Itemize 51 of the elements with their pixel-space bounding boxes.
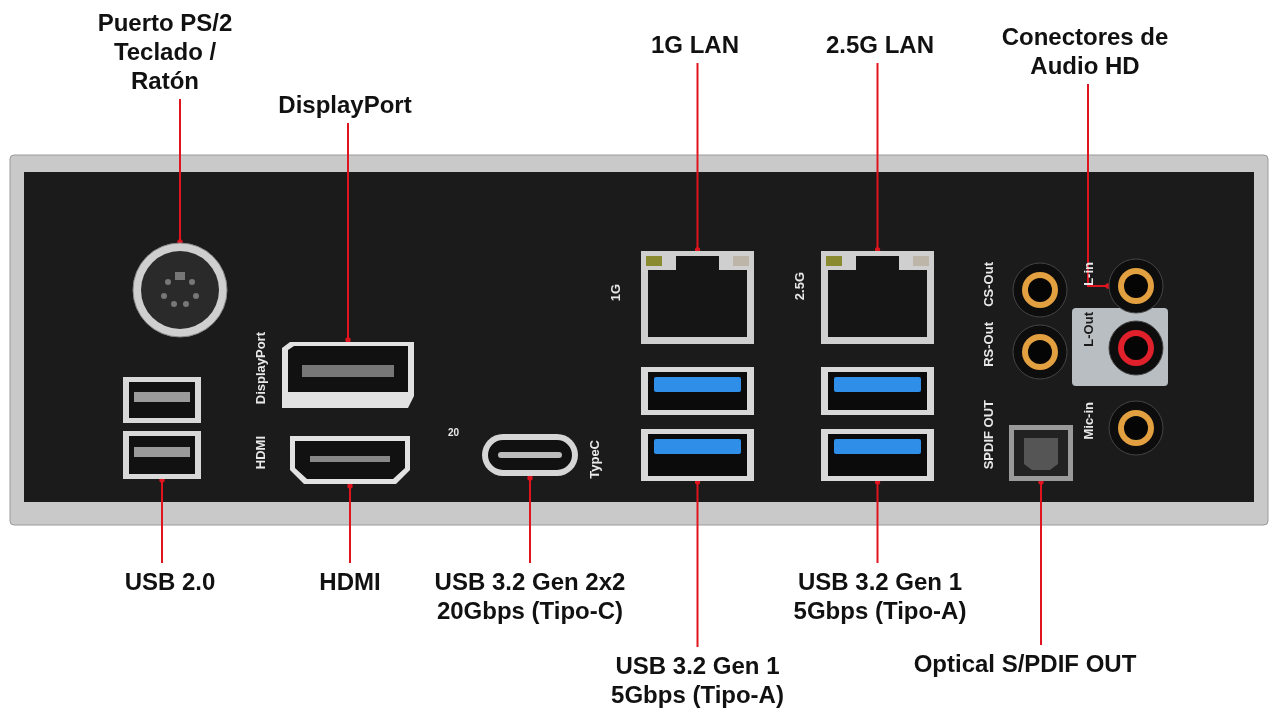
audio-jack: [1108, 258, 1164, 314]
callout-label: 1G LAN: [620, 30, 770, 59]
leader-line: [159, 477, 165, 564]
port-label: RS-Out: [982, 322, 996, 367]
port-label: 1G: [609, 284, 623, 302]
leader-line: [874, 62, 881, 253]
usb-port: [640, 428, 755, 482]
port-label: DisplayPort: [254, 332, 268, 405]
audio-jack: [1108, 320, 1164, 376]
callout-label: Conectores de Audio HD: [975, 22, 1195, 80]
leader-line: [1038, 479, 1044, 646]
leader-line: [694, 479, 701, 648]
port-label: Mic-in: [1082, 402, 1096, 440]
callout-label: USB 2.0: [105, 567, 235, 596]
audio-jack: [1012, 262, 1068, 318]
usb-port: [820, 428, 935, 482]
callout-label: HDMI: [300, 567, 400, 596]
leader-line: [874, 479, 881, 564]
hdmi-port: [288, 434, 412, 486]
leader-line: [527, 475, 533, 564]
leader-line: [177, 98, 183, 245]
port-label: 2.5G: [793, 272, 807, 301]
ethernet-port: [640, 250, 755, 345]
callout-label: DisplayPort: [250, 90, 440, 119]
callout-label: Puerto PS/2 Teclado / Ratón: [90, 8, 240, 95]
port-label: HDMI: [254, 436, 268, 470]
callout-label: USB 3.2 Gen 2x2 20Gbps (Tipo-C): [410, 567, 650, 625]
optical-port: [1008, 424, 1074, 482]
port-label: TypeC: [588, 440, 602, 479]
port-label: 20: [448, 426, 460, 440]
usb-port: [640, 366, 755, 416]
ps2-port: [132, 242, 228, 338]
leader-line: [1087, 83, 1111, 289]
port-label: CS-Out: [982, 262, 996, 307]
displayport-port: [280, 340, 416, 410]
leader-line: [347, 483, 353, 564]
usb-port: [820, 366, 935, 416]
audio-jack: [1108, 400, 1164, 456]
callout-label: USB 3.2 Gen 1 5Gbps (Tipo-A): [770, 567, 990, 625]
leader-line: [345, 122, 351, 343]
callout-label: Optical S/PDIF OUT: [890, 649, 1160, 678]
usb-port: [122, 430, 202, 480]
port-label: L-Out: [1082, 312, 1096, 347]
ethernet-port: [820, 250, 935, 345]
callout-label: USB 3.2 Gen 1 5Gbps (Tipo-A): [585, 651, 810, 709]
usb-port: [122, 376, 202, 424]
leader-line: [694, 62, 701, 253]
port-label: SPDIF OUT: [982, 400, 996, 470]
audio-jack: [1012, 324, 1068, 380]
callout-label: 2.5G LAN: [800, 30, 960, 59]
port-label: L-in: [1082, 262, 1096, 286]
